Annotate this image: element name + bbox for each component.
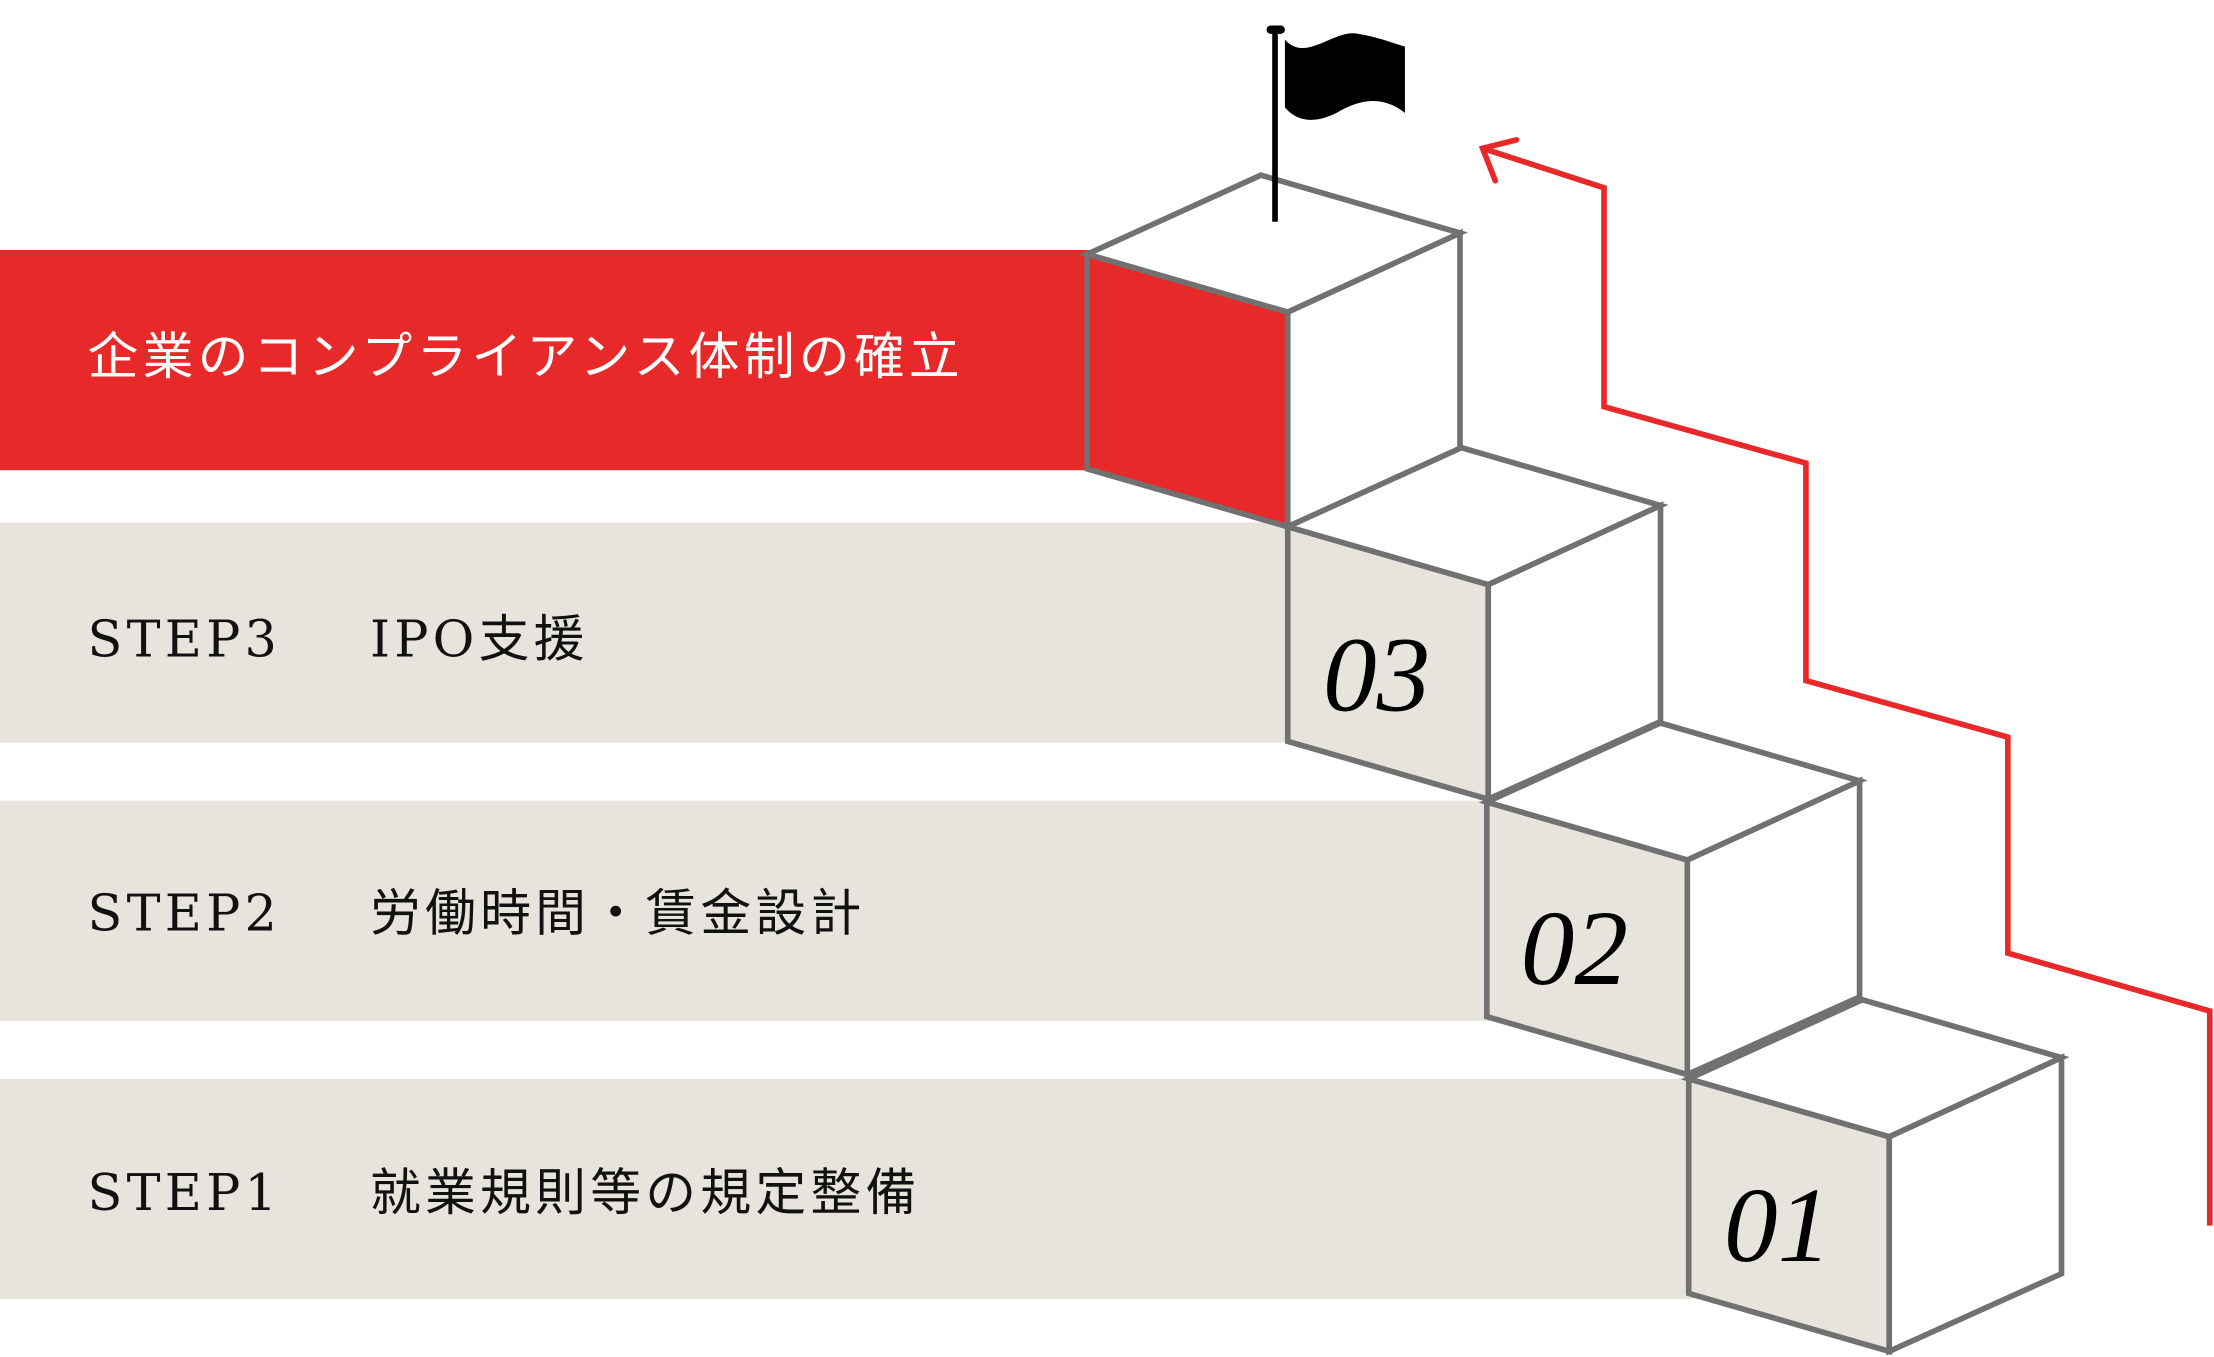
arrow-up-icon <box>1478 137 2213 1226</box>
step1-band <box>0 1078 1695 1300</box>
step3-band <box>0 522 1300 743</box>
step2-label: STEP2 <box>88 884 282 943</box>
step3-cube <box>1279 444 1669 804</box>
step3-label: STEP3 <box>88 610 282 669</box>
goal-label: 企業のコンプライアンス体制の確立 <box>88 327 964 386</box>
step1-label: STEP1 <box>88 1163 282 1222</box>
step1-title: 就業規則等の規定整備 <box>370 1163 921 1222</box>
step2-number: 02 <box>1521 889 1628 1008</box>
cube-top-face <box>1079 172 1469 316</box>
step2-band <box>0 800 1497 1021</box>
goal-cube <box>1079 172 1469 532</box>
step3-number: 03 <box>1323 615 1430 734</box>
goal-band <box>0 249 1116 471</box>
step2-title: 労働時間・賃金設計 <box>370 884 866 943</box>
step3-title: IPO支援 <box>370 610 589 669</box>
step1-number: 01 <box>1724 1166 1831 1285</box>
step1-cube <box>1680 996 2070 1356</box>
cube-top-face <box>1279 444 1669 588</box>
step2-cube <box>1478 719 1868 1079</box>
cube-top-face <box>1478 719 1868 863</box>
cube-top-face <box>1680 996 2070 1140</box>
flag-icon <box>1266 25 1405 222</box>
